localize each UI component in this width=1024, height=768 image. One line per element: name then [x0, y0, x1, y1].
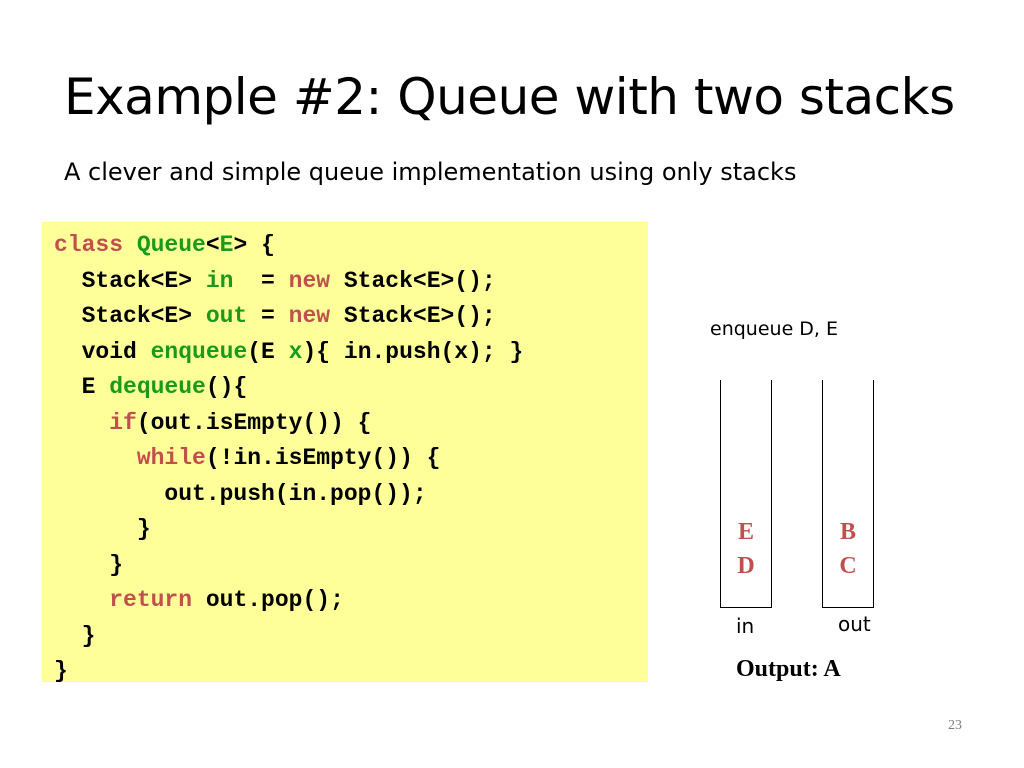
- code-text: =: [247, 303, 289, 329]
- code-keyword: class: [54, 232, 137, 258]
- code-line: if(out.isEmpty()) {: [54, 406, 523, 442]
- code-line: return out.pop();: [54, 583, 523, 619]
- slide-title: Example #2: Queue with two stacks: [64, 68, 955, 126]
- output-text: Output: A: [736, 656, 841, 682]
- code-identifier: x: [288, 338, 303, 365]
- stack-element: E: [737, 519, 754, 545]
- code-text: out.pop();: [192, 587, 344, 613]
- code-text: out.push(in.pop());: [54, 480, 427, 507]
- code-text: > {: [233, 232, 275, 258]
- code-line: E dequeue(){: [54, 370, 523, 406]
- code-line: void enqueue(E x){ in.push(x); }: [54, 335, 524, 371]
- code-keyword: new: [288, 267, 331, 294]
- code-text: Stack<E>: [54, 267, 206, 294]
- code-line: while(!in.isEmpty()) {: [54, 441, 523, 477]
- code-text: [54, 587, 109, 613]
- code-keyword: if: [109, 409, 137, 436]
- code-text: Stack<E>();: [330, 267, 496, 294]
- code-identifier: enqueue: [150, 338, 248, 365]
- code-block: class Queue<E> { Stack<E> in = new Stack…: [42, 222, 648, 684]
- code-identifier: out: [205, 303, 248, 329]
- code-line: class Queue<E> {: [54, 228, 523, 264]
- code-text: (E: [247, 338, 289, 365]
- code-line: Stack<E> out = new Stack<E>();: [54, 299, 523, 335]
- code-keyword: new: [288, 303, 331, 329]
- code-line: out.push(in.pop());: [54, 477, 523, 513]
- code-text: Stack<E>();: [330, 303, 496, 329]
- code-line: Stack<E> in = new Stack<E>();: [54, 264, 523, 300]
- code-text: }: [54, 516, 151, 542]
- code-listing: class Queue<E> { Stack<E> in = new Stack…: [54, 228, 523, 690]
- code-identifier: Queue: [136, 232, 206, 258]
- in-stack-label: in: [736, 614, 755, 638]
- out-stack-label: out: [838, 612, 871, 636]
- code-text: [54, 445, 137, 471]
- stack-element: C: [839, 553, 857, 579]
- code-text: }: [54, 658, 68, 684]
- code-text: (){: [205, 374, 248, 400]
- code-identifier: in: [205, 267, 234, 294]
- code-text: E: [54, 374, 110, 400]
- code-text: ){ in.push(x); }: [302, 338, 524, 365]
- code-text: }: [54, 622, 96, 649]
- code-keyword: return: [109, 587, 193, 613]
- code-line: }: [54, 512, 523, 548]
- diagram-caption: enqueue D, E: [710, 318, 839, 340]
- code-text: void: [54, 338, 151, 365]
- code-identifier: E: [219, 232, 234, 258]
- code-line: }: [54, 548, 523, 584]
- stack-element: D: [737, 553, 755, 579]
- code-line: }: [54, 619, 523, 655]
- code-keyword: while: [136, 445, 206, 471]
- code-text: (out.isEmpty()) {: [136, 409, 372, 436]
- code-text: Stack<E>: [54, 303, 206, 329]
- code-text: [54, 410, 109, 436]
- code-identifier: dequeue: [109, 374, 206, 400]
- slide-subtitle: A clever and simple queue implementation…: [64, 158, 797, 186]
- code-line: }: [54, 654, 523, 690]
- code-text: }: [54, 551, 124, 578]
- stack-element: B: [839, 519, 856, 545]
- code-text: (!in.isEmpty()) {: [205, 445, 441, 471]
- page-number: 23: [948, 718, 962, 733]
- code-text: =: [233, 267, 289, 294]
- code-text: <: [205, 232, 220, 258]
